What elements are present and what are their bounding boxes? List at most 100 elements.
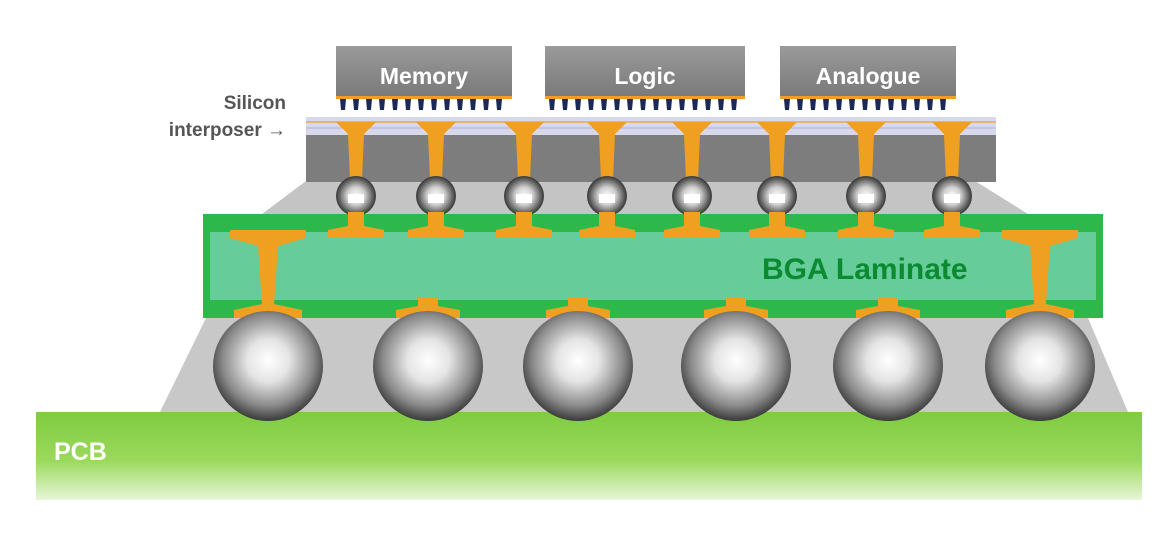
bga-ball <box>681 311 791 421</box>
analogue-label: Analogue <box>815 63 921 89</box>
microbump <box>418 99 424 110</box>
laminate-top-pad <box>579 212 635 238</box>
microbump <box>875 99 881 110</box>
microbump <box>483 99 489 110</box>
laminate-through-via <box>1002 230 1078 318</box>
c4-bump-highlight <box>428 194 444 203</box>
microbump <box>379 99 385 110</box>
microbump <box>888 99 894 110</box>
microbump <box>653 99 659 110</box>
bga-ball <box>833 311 943 421</box>
c4-bump-highlight <box>516 194 532 203</box>
laminate-top-pad <box>328 212 384 238</box>
laminate-top-pad <box>838 212 894 238</box>
microbump <box>862 99 868 110</box>
bga-ball <box>523 311 633 421</box>
microbumps <box>336 96 956 110</box>
analogue-die <box>780 46 956 96</box>
microbump <box>444 99 450 110</box>
microbump <box>627 99 633 110</box>
laminate-top-pad <box>664 212 720 238</box>
laminate-vias <box>230 212 1078 318</box>
microbump <box>731 99 737 110</box>
microbump <box>588 99 594 110</box>
silicon-interposer-label-line1: Silicon <box>223 93 286 114</box>
microbump <box>784 99 790 110</box>
silicon-interposer <box>306 117 996 182</box>
laminate-top-pad <box>924 212 980 238</box>
pcb-label: PCB <box>54 438 107 466</box>
tsv <box>672 122 712 180</box>
die-pad-layer <box>336 96 512 99</box>
tsv <box>932 122 972 180</box>
microbump <box>575 99 581 110</box>
tsv <box>587 122 627 180</box>
c4-bump-highlight <box>944 194 960 203</box>
microbump <box>562 99 568 110</box>
memory-die <box>336 46 512 96</box>
pcb-board <box>36 412 1142 500</box>
c4-bumps <box>336 176 972 216</box>
c4-bump-highlight <box>348 194 364 203</box>
bga-balls <box>213 311 1095 421</box>
laminate-bottom-pad <box>546 298 610 318</box>
microbump <box>927 99 933 110</box>
logic-die <box>545 46 745 96</box>
bga-ball <box>985 311 1095 421</box>
microbump <box>679 99 685 110</box>
tsv <box>416 122 456 180</box>
c4-bump-highlight <box>684 194 700 203</box>
tsv <box>336 122 376 180</box>
microbump <box>366 99 372 110</box>
memory-label: Memory <box>379 63 469 89</box>
microbump <box>849 99 855 110</box>
laminate-bottom-pad <box>396 298 460 318</box>
tsv <box>846 122 886 180</box>
microbump <box>470 99 476 110</box>
laminate-bottom-pad <box>704 298 768 318</box>
tsv <box>757 122 797 180</box>
die-pad-layer <box>545 96 745 99</box>
microbump <box>940 99 946 110</box>
laminate-top-pad <box>496 212 552 238</box>
microbump <box>457 99 463 110</box>
bga-ball <box>213 311 323 421</box>
silicon-interposer-label-line2: interposer → <box>168 120 286 141</box>
microbump <box>640 99 646 110</box>
laminate-top-pad <box>408 212 464 238</box>
bga-ball <box>373 311 483 421</box>
microbump <box>353 99 359 110</box>
die-pad-layer <box>780 96 956 99</box>
c4-bump-highlight <box>858 194 874 203</box>
laminate-top-pad <box>749 212 805 238</box>
microbump <box>601 99 607 110</box>
microbump <box>797 99 803 110</box>
microbump <box>901 99 907 110</box>
laminate-bottom-pad <box>856 298 920 318</box>
microbump <box>392 99 398 110</box>
microbump <box>718 99 724 110</box>
microbump <box>666 99 672 110</box>
silicon-interposer-label: Silicon interposer → <box>126 90 286 144</box>
laminate-through-via <box>230 230 306 318</box>
microbump <box>823 99 829 110</box>
microbump <box>405 99 411 110</box>
tsv <box>504 122 544 180</box>
microbump <box>496 99 502 110</box>
microbump <box>914 99 920 110</box>
microbump <box>549 99 555 110</box>
c4-bump-highlight <box>599 194 615 203</box>
microbump <box>431 99 437 110</box>
microbump <box>810 99 816 110</box>
c4-underfill <box>262 181 1028 214</box>
tsvs <box>336 122 972 180</box>
logic-label: Logic <box>614 63 676 89</box>
microbump <box>614 99 620 110</box>
microbump <box>692 99 698 110</box>
c4-bump-highlight <box>769 194 785 203</box>
microbump <box>836 99 842 110</box>
bga-laminate-label: BGA Laminate <box>762 253 968 286</box>
microbump <box>340 99 346 110</box>
